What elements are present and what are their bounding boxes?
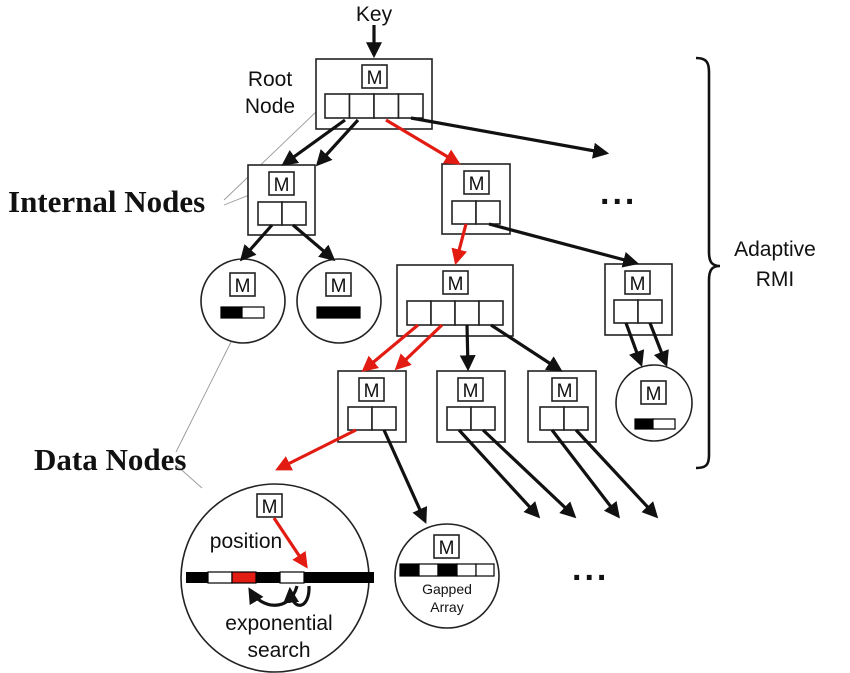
data-node-right-model-label: M xyxy=(646,384,662,405)
data-nodes-label: Data Nodes xyxy=(34,442,186,477)
root-node-label-line1: Root xyxy=(248,68,293,91)
edge-wide-to-level4-lookup-1 xyxy=(361,323,420,373)
edge-right-to-data-1 xyxy=(624,322,645,368)
internal-node-left: M xyxy=(247,164,316,236)
gapped-array-label-line1: Gapped xyxy=(422,581,472,597)
root-node: M xyxy=(315,58,433,130)
exponential-search-label-line1: exponential xyxy=(225,612,332,635)
internal-node-right-model-label: M xyxy=(630,274,646,295)
position-arrow xyxy=(272,517,308,569)
adaptive-rmi-label-line1: Adaptive xyxy=(734,238,816,261)
edge-root-to-left-1 xyxy=(281,118,346,166)
edge-level4-right-out-2 xyxy=(574,428,659,519)
edge-wide-to-level4-middle xyxy=(459,324,476,372)
edge-level4-middle-out-1 xyxy=(457,428,541,519)
internal-nodes-leader-line-1 xyxy=(223,109,319,201)
adaptive-rmi-label-line2: RMI xyxy=(756,268,795,291)
root-model-label: M xyxy=(367,68,383,89)
data-node-left-1: M xyxy=(200,258,286,344)
edge-internal-left-to-data-2 xyxy=(291,223,336,262)
internal-node-level4-middle: M xyxy=(436,370,506,443)
edge-level4-middle-out-2 xyxy=(481,428,577,519)
edge-middle-to-right xyxy=(488,222,640,268)
edge-level4-right-out-1 xyxy=(550,429,620,519)
data-node-large: M position exponential search xyxy=(180,483,374,673)
edge-level4-to-large-data-lookup xyxy=(275,428,357,471)
exponential-search-arrow-2 xyxy=(283,585,311,607)
edge-root-to-offscreen xyxy=(410,116,610,159)
internal-nodes-label: Internal Nodes xyxy=(8,184,205,219)
root-model-box xyxy=(361,64,388,89)
adaptive-rmi-brace xyxy=(695,56,721,470)
edge-root-to-middle-lookup xyxy=(385,118,461,165)
edge-internal-left-to-data-1 xyxy=(239,223,274,262)
data-node-right: M xyxy=(615,364,693,442)
internal-node-level4-left-model-label: M xyxy=(364,381,380,402)
edge-level4-to-gapped-data xyxy=(382,429,428,524)
internal-node-middle-model-label: M xyxy=(469,174,485,195)
data-node-gapped-array-model-label: M xyxy=(439,538,455,559)
internal-node-level4-left: M xyxy=(337,370,407,443)
edge-wide-to-level4-lookup-2 xyxy=(394,323,444,371)
data-node-gapped-array: M Gapped Array xyxy=(394,523,500,629)
internal-node-level4-right-model-label: M xyxy=(557,381,573,402)
position-label: position xyxy=(210,530,282,553)
gapped-array-label-line2: Array xyxy=(430,599,463,615)
internal-node-level4-middle-model-label: M xyxy=(463,381,479,402)
data-node-left-2-model-label: M xyxy=(331,276,347,297)
root-node-label-line2: Node xyxy=(245,95,295,118)
internal-node-wide-model-label: M xyxy=(448,274,464,295)
data-node-large-model-label: M xyxy=(262,497,278,518)
internal-node-wide: M xyxy=(396,264,514,337)
edge-middle-to-wide-lookup xyxy=(451,223,468,266)
internal-node-level4-right: M xyxy=(527,370,597,443)
edge-right-to-data-2 xyxy=(648,322,669,367)
edge-wide-to-level4-right xyxy=(490,323,563,372)
data-nodes-leader-line-2 xyxy=(175,464,203,489)
data-node-left-1-model-label: M xyxy=(235,276,251,297)
key-label: Key xyxy=(356,3,393,26)
internal-node-right: M xyxy=(604,263,673,336)
internal-node-left-model-label: M xyxy=(274,175,290,196)
internal-node-middle: M xyxy=(441,163,511,235)
data-nodes-leader-line-1 xyxy=(175,339,233,453)
data-node-left-2: M xyxy=(296,258,382,344)
ellipsis-lower: ... xyxy=(572,550,609,588)
gapped-array-large xyxy=(186,571,374,584)
ellipsis-upper: ... xyxy=(600,174,637,212)
edge-root-to-left-2 xyxy=(315,118,360,167)
exponential-search-label-line2: search xyxy=(247,639,310,662)
